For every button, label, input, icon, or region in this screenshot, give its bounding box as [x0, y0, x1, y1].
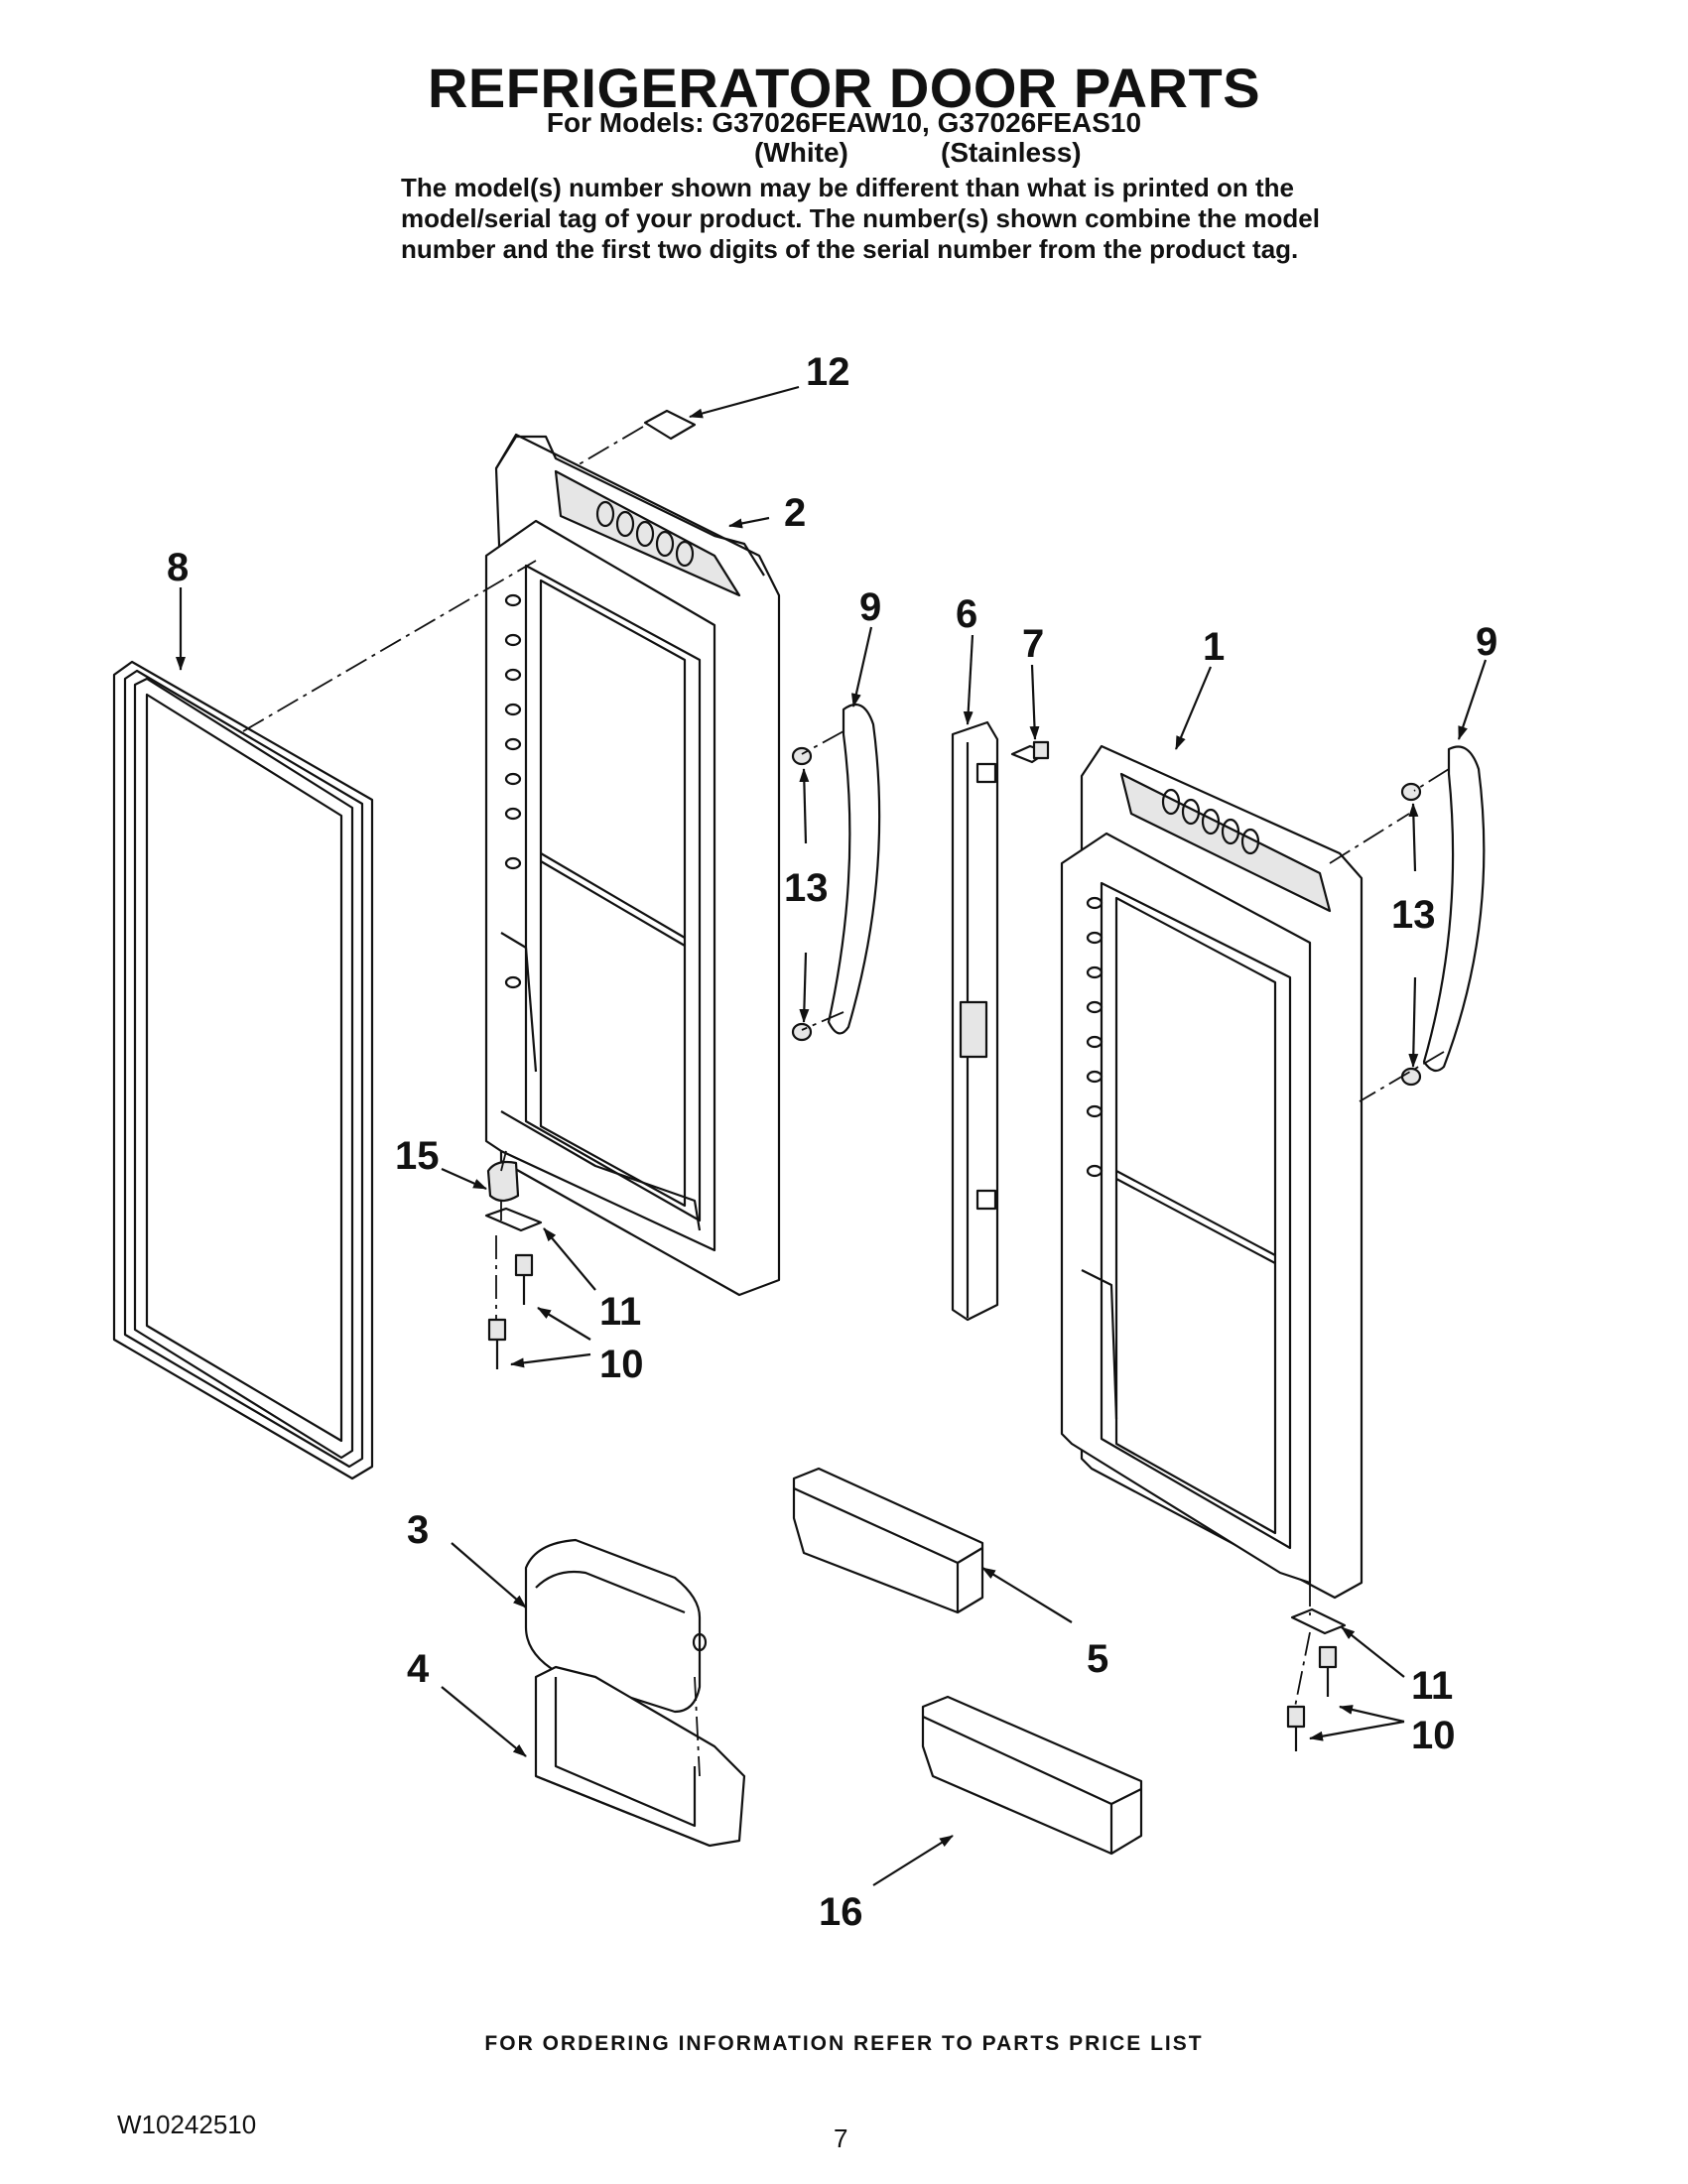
- dairy-cover-part: [524, 1538, 708, 1714]
- variant-white: (White): [754, 137, 848, 168]
- left-door-part: [484, 433, 781, 1297]
- callout-11: 11: [599, 1290, 641, 1334]
- callout-5: 5: [1087, 1637, 1108, 1681]
- variant-stainless: (Stainless): [941, 137, 1082, 168]
- page-number: 7: [834, 2123, 848, 2153]
- assembly-lines: [242, 426, 1450, 1777]
- callout-13: 13: [784, 866, 829, 910]
- door-bin-part: [792, 1467, 984, 1614]
- right-handle-part: [1422, 745, 1486, 1073]
- left-handle-part: [827, 703, 881, 1035]
- callout-10: 10: [1411, 1714, 1456, 1757]
- handle-screw-part: [791, 746, 813, 1042]
- callout-8: 8: [167, 546, 189, 589]
- right-door-part: [1060, 744, 1363, 1600]
- door-bin-part: [921, 1695, 1143, 1856]
- callout-9: 9: [1476, 620, 1497, 664]
- door-gasket-part: [112, 660, 374, 1480]
- callout-9: 9: [859, 585, 881, 629]
- hinge-cap-part: [643, 409, 697, 441]
- handle-screw-part: [1400, 782, 1422, 1087]
- callout-15: 15: [395, 1134, 440, 1178]
- document-number: W10242510: [117, 2110, 257, 2139]
- callout-10: 10: [599, 1343, 644, 1386]
- callout-2: 2: [784, 491, 806, 535]
- callout-12: 12: [806, 350, 850, 394]
- model-note: The model(s) number shown may be differe…: [401, 173, 1354, 265]
- callout-6: 6: [956, 592, 977, 636]
- model-note-line: The model(s) number shown may be differe…: [401, 173, 1294, 202]
- callout-4: 4: [407, 1647, 430, 1691]
- model-note-line: number and the first two digits of the s…: [401, 234, 1299, 264]
- callout-1: 1: [1203, 625, 1225, 669]
- models-line: For Models: G37026FEAW10, G37026FEAS10: [546, 107, 1142, 138]
- callout-13: 13: [1391, 893, 1436, 937]
- leader-arrows: [176, 385, 1488, 1886]
- flipper-mullion-part: [951, 720, 999, 1322]
- callout-11: 11: [1411, 1664, 1453, 1708]
- callout-3: 3: [407, 1508, 429, 1552]
- mullion-screw-part: [1010, 740, 1050, 764]
- model-note-line: model/serial tag of your product. The nu…: [401, 203, 1320, 233]
- ordering-footer: FOR ORDERING INFORMATION REFER TO PARTS …: [484, 2032, 1204, 2055]
- page-title: REFRIGERATOR DOOR PARTS: [427, 57, 1261, 119]
- right-hinge-hardware: [1286, 1607, 1347, 1751]
- dairy-bin-part: [534, 1665, 746, 1848]
- callout-16: 16: [819, 1890, 863, 1934]
- left-hinge-hardware: [484, 1160, 543, 1369]
- callout-7: 7: [1022, 622, 1044, 666]
